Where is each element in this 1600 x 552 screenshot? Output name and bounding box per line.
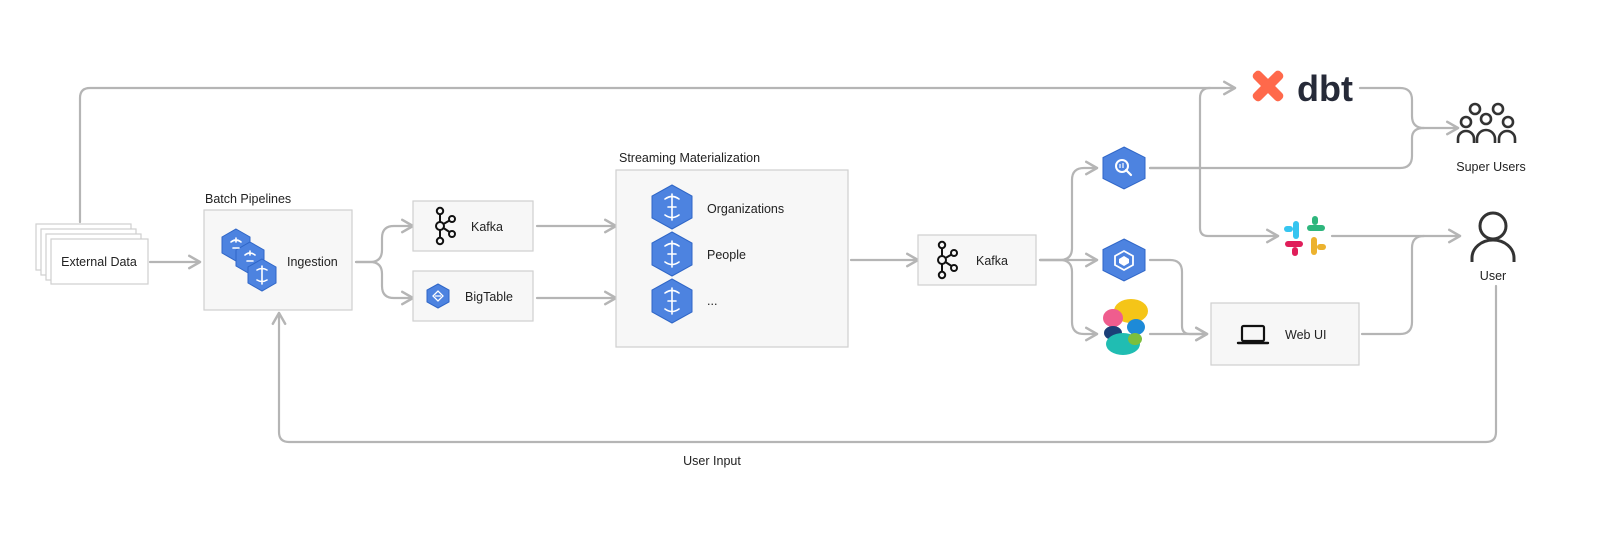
edge-kafka-to-elastic [1038, 258, 1099, 342]
edge-function-to-webui [1148, 258, 1209, 342]
kafka-icon [937, 240, 958, 280]
user-label: User [1480, 269, 1506, 283]
kafka-1-label: Kafka [471, 220, 503, 234]
user-icon [1470, 211, 1516, 262]
slack-node[interactable] [1284, 216, 1326, 256]
dataflow-icon [651, 278, 693, 324]
laptop-icon [1236, 324, 1270, 345]
streaming-item-label: Organizations [707, 202, 784, 216]
edge-user-input-loop [271, 284, 1498, 444]
streaming-item-organizations[interactable]: Organizations [651, 184, 784, 230]
web-ui-node[interactable]: Web UI [1210, 302, 1360, 366]
external-data-node[interactable]: External Data [35, 223, 149, 285]
streaming-item-label: People [707, 248, 746, 262]
streaming-item-more[interactable]: ... [651, 278, 717, 324]
edge-bigquery-to-dbt [1198, 86, 1212, 170]
people-group-icon [1456, 102, 1517, 143]
batch-pipelines-box[interactable]: Ingestion [203, 209, 353, 311]
dataflow-icon [651, 184, 693, 230]
user-node[interactable]: User [1470, 211, 1516, 283]
edge-webui-to-user [1360, 234, 1426, 336]
streaming-item-people[interactable]: People [651, 231, 746, 277]
edge-ingestion-to-kafka [354, 218, 415, 264]
kafka-2-label: Kafka [976, 254, 1008, 268]
bigtable-node[interactable]: BigTable [412, 270, 534, 322]
streaming-materialization-box[interactable]: Organizations People ... [615, 169, 849, 348]
dataflow-icon [651, 231, 693, 277]
elastic-icon [1103, 299, 1148, 355]
connectors [78, 80, 1498, 444]
edge-ingestion-to-bigtable [354, 260, 415, 306]
super-users-label: Super Users [1456, 160, 1525, 174]
ingestion-label: Ingestion [287, 255, 338, 269]
edge-kafka-to-bigquery [1038, 160, 1099, 262]
edge-external-to-dbt [78, 80, 1237, 224]
kafka-node-2[interactable]: Kafka [917, 234, 1037, 286]
external-data-label: External Data [61, 255, 137, 269]
super-users-node[interactable]: Super Users [1456, 102, 1526, 174]
bigtable-label: BigTable [465, 290, 513, 304]
user-input-label: User Input [683, 454, 741, 468]
kafka-node-1[interactable]: Kafka [412, 200, 534, 252]
dataflow-icon [221, 228, 277, 292]
edge-dbt-to-superusers [1358, 86, 1426, 130]
edge-bigquery-to-slack [1148, 166, 1280, 244]
streaming-item-label: ... [707, 294, 717, 308]
dbt-node[interactable]: dbt [1241, 59, 1353, 113]
bigquery-icon [1102, 146, 1146, 190]
kafka-icon [435, 206, 456, 246]
dbt-logo-icon [1252, 70, 1284, 102]
cloud-function-icon [1102, 238, 1146, 282]
web-ui-label: Web UI [1285, 328, 1326, 342]
batch-pipelines-title: Batch Pipelines [205, 192, 291, 206]
edge-bigquery-to-superusers [1148, 120, 1460, 170]
elastic-node[interactable] [1103, 299, 1148, 355]
dbt-logo-text: dbt [1297, 68, 1353, 109]
streaming-title: Streaming Materialization [619, 151, 760, 165]
bigtable-icon [426, 283, 450, 309]
bigquery-node[interactable] [1102, 146, 1146, 190]
slack-icon [1284, 216, 1326, 256]
gcp-service-node[interactable] [1102, 238, 1146, 282]
